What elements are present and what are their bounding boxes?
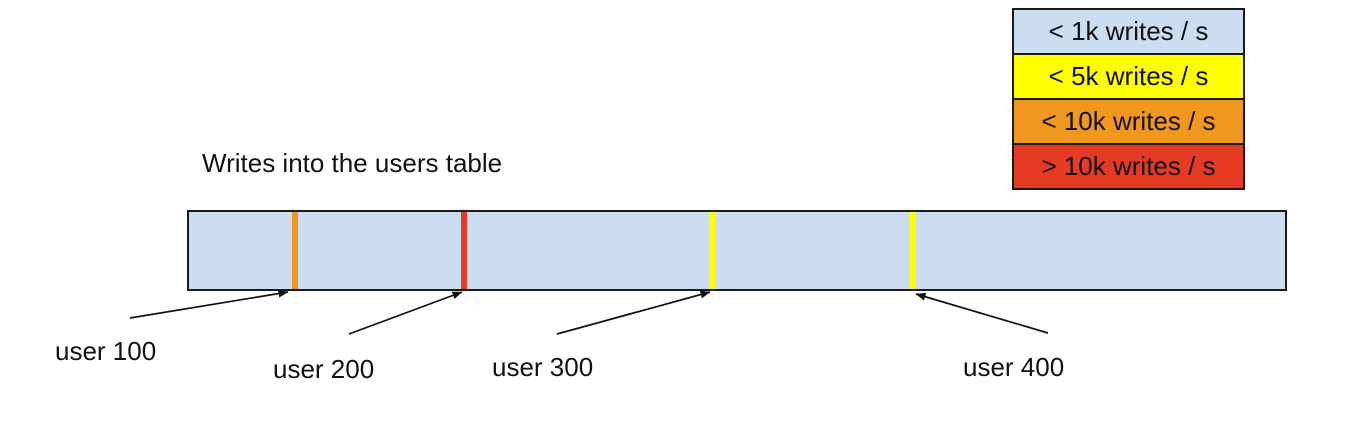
label-user-400: user 400: [963, 352, 1065, 382]
arrow-user-200: [348, 291, 463, 335]
hot-key-marker-user-400: [910, 212, 916, 289]
legend-item-lt-1k-label: < 1k writes / s: [1048, 16, 1209, 46]
arrow-user-100: [129, 289, 289, 319]
legend-item-gt-10k-label: > 10k writes / s: [1041, 151, 1216, 181]
legend-item-lt-10k-label: < 10k writes / s: [1041, 106, 1216, 136]
label-user-100: user 100: [55, 336, 157, 366]
users-table-keyspace-bar: [187, 210, 1287, 291]
legend-item-lt-5k: < 5k writes / s: [1012, 53, 1245, 100]
hot-key-marker-user-300: [709, 212, 715, 289]
arrow-user-300: [556, 290, 711, 335]
legend-item-gt-10k: > 10k writes / s: [1012, 143, 1245, 190]
legend: < 1k writes / s < 5k writes / s < 10k wr…: [1012, 8, 1245, 190]
legend-item-lt-10k: < 10k writes / s: [1012, 98, 1245, 145]
label-user-200: user 200: [273, 354, 375, 384]
legend-item-lt-5k-label: < 5k writes / s: [1048, 61, 1209, 91]
label-user-300: user 300: [492, 352, 594, 382]
diagram-title: Writes into the users table: [202, 148, 503, 178]
arrow-user-400: [915, 292, 1049, 334]
hot-key-marker-user-200: [461, 212, 467, 289]
hot-key-marker-user-100: [292, 212, 298, 289]
legend-item-lt-1k: < 1k writes / s: [1012, 8, 1245, 55]
